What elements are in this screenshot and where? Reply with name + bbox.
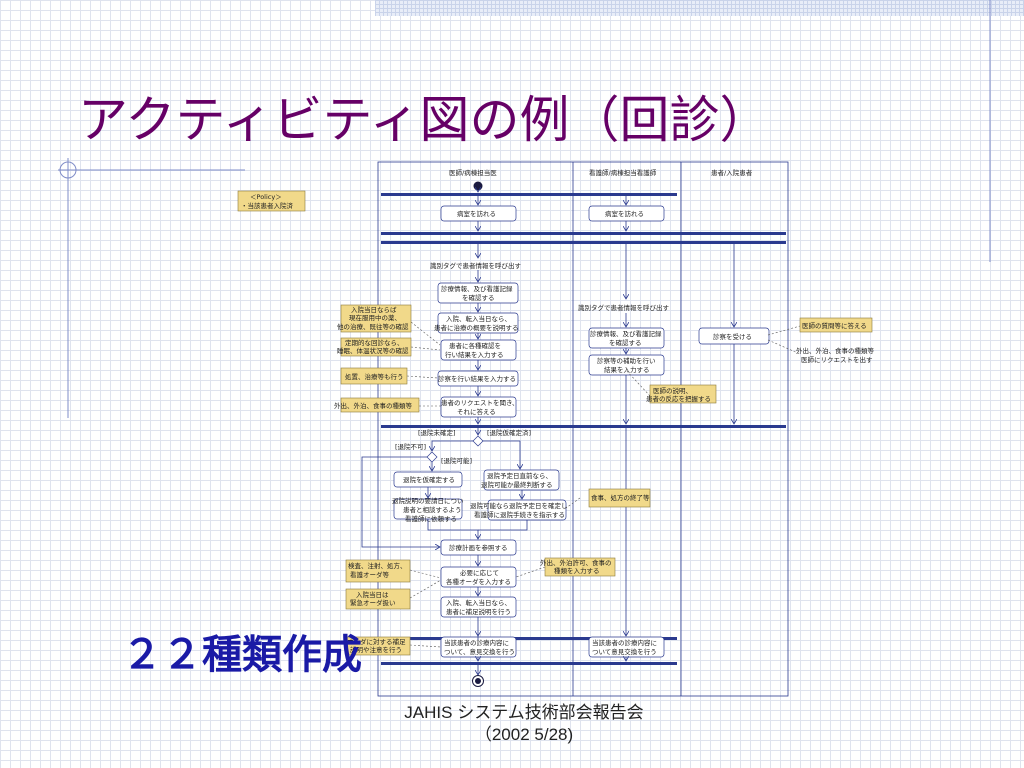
note-left1-line3: 他の治療、既往等の確認 (337, 322, 409, 331)
activity-discharge-judge-2: 退院可能か最終判断する (481, 480, 553, 489)
activity-provisional-discharge: 退院を仮確定する (403, 475, 455, 484)
footer-line1: JAHIS システム技術部会報告会 (404, 703, 644, 722)
activity-supplement-2: 患者に補足説明を行う (446, 607, 511, 616)
top-decor-band (375, 0, 1024, 16)
activity-orders-2: 各種オーダを入力する (446, 577, 511, 586)
activity-explain-2: 患者に治療の概要を説明する (434, 323, 519, 332)
activity-nurse-check-2: を確認する (609, 338, 642, 347)
activity-id-tag: 識別タグで患者情報を呼び出す (430, 261, 522, 270)
note-connectors (406, 321, 801, 648)
activity-refer-plan: 診療計画を参照する (449, 543, 508, 552)
activity-request-1: 患者のリクエストを聞き、 (441, 398, 519, 407)
guard-not-possible: [退院不可] (395, 442, 426, 451)
note-left2-line1: 定期的な回診なら、 (345, 338, 404, 347)
activity-notify-2: 看護師に退院手続きを指示する (474, 510, 565, 519)
note-left2-line2: 睡眠、体温状況等の確認 (337, 346, 409, 355)
activity-consult-1: 退院説明の要請日につい (392, 496, 464, 505)
activity-request-2: それに答える (457, 407, 496, 416)
swimlane-patient: 患者/入院患者 (711, 168, 753, 177)
activity-doctor-exchange-2: ついて、意見交換を行う (444, 647, 515, 656)
activity-discharge-judge-1: 退院予定日直前なら、 (487, 471, 552, 480)
swimlane-doctor: 医師/病棟担当医 (449, 168, 497, 177)
footer-line2: （2002 5/28) (474, 725, 574, 744)
activity-confirm-2: 行い結果を入力する (445, 350, 504, 359)
swimlane-frame (377, 161, 789, 697)
note-left5-line2: 看護オーダ等 (350, 570, 390, 579)
activity-boxes (393, 205, 770, 658)
note-right-outing-1: 外出、外泊許可、食事の (540, 558, 612, 567)
policy-note-title: ＜Policy＞ (250, 193, 282, 201)
activity-nurse-assist-2: 結果を入力する (604, 365, 650, 374)
note-left1-line1: 入院当日ならば (351, 305, 397, 314)
page-title: アクティビティ図の例（回診） (78, 91, 770, 149)
guard-decided: [退院仮確定済] (487, 428, 531, 437)
note-right-outing-2: 種類を入力する (554, 566, 600, 575)
activity-check-records-1: 診療情報、及び看護記録 (441, 284, 513, 293)
activity-confirm-1: 患者に各種確認を (449, 341, 501, 350)
note-left6-line2: 緊急オーダ扱い (350, 598, 396, 607)
note-right-doctor-explain-1: 医師の説明、 (653, 386, 692, 395)
activity-patient-exam: 診察を受ける (713, 332, 752, 341)
final-node-inner (475, 678, 481, 684)
activity-nurse-assist-1: 診察等の補助を行い (597, 356, 656, 365)
activity-consult-2: 患者と相談するよう (403, 505, 462, 514)
note-right-request-1: 外出、外泊、食事の種類等 (796, 346, 875, 355)
initial-node (473, 181, 483, 191)
guard-undecided: [退院未確定] (418, 428, 456, 437)
policy-note: ＜Policy＞ ・当該患者入院済 (237, 190, 306, 212)
activity-supplement-1: 入院、転入当日なら、 (446, 598, 511, 607)
decision-nodes (426, 435, 484, 463)
activity-exam-input: 診察を行い結果を入力する (438, 374, 516, 383)
note-right-answer: 医師の質問等に答える (802, 321, 867, 330)
count-caption: ２２種類作成 (122, 632, 362, 678)
activity-nurse-exchange-2: ついて意見交換を行う (592, 647, 657, 656)
activity-consult-3: 看護師に依頼する (405, 514, 457, 523)
swimlane-nurse: 看護師/病棟担当看護師 (589, 168, 657, 177)
activity-explain-1: 入院、転入当日なら、 (446, 314, 511, 323)
note-left6-line1: 入院当日は (356, 590, 389, 599)
activity-doctor-exchange-1: 当該患者の診療内容に (444, 638, 509, 647)
note-left1-line2: 現在服用中の薬、 (349, 313, 401, 322)
note-right-doctor-explain-2: 患者の反応を把握する (646, 394, 711, 403)
activity-nurse-id-tag: 識別タグで患者情報を呼び出す (578, 303, 670, 312)
activity-nurse-exchange-1: 当該患者の診療内容に (592, 638, 657, 647)
note-left7-line2: 説明や注意を行う (350, 645, 402, 654)
activity-notify-1: 退院可能なら退院予定日を確定し (470, 501, 568, 510)
sync-bars (381, 193, 786, 665)
activity-check-records-2: を確認する (462, 293, 495, 302)
note-right-request-2: 医師にリクエストを出す (801, 355, 873, 364)
activity-doctor-visit: 病室を訪れる (457, 209, 496, 218)
note-left4: 外出、外泊、食事の種類等 (334, 401, 413, 410)
policy-note-body: ・当該患者入院済 (241, 201, 294, 210)
activity-orders-1: 必要に応じて (460, 568, 499, 577)
activity-nurse-check-1: 診療情報、及び看護記録 (590, 329, 662, 338)
note-left5-line1: 検査、注射、処方、 (348, 561, 407, 570)
footer: JAHIS システム技術部会報告会 （2002 5/28) (376, 702, 672, 746)
activity-nurse-visit: 病室を訪れる (605, 209, 644, 218)
note-left3: 処置、治療等も行う (345, 372, 404, 381)
flow-arrows (361, 191, 734, 675)
note-right-meal: 食事、処方の終了等 (591, 493, 650, 502)
note-left7-line1: オーダに対する補足 (347, 637, 406, 646)
note-shapes (340, 304, 873, 656)
guard-possible: [退院可能] (441, 456, 472, 465)
